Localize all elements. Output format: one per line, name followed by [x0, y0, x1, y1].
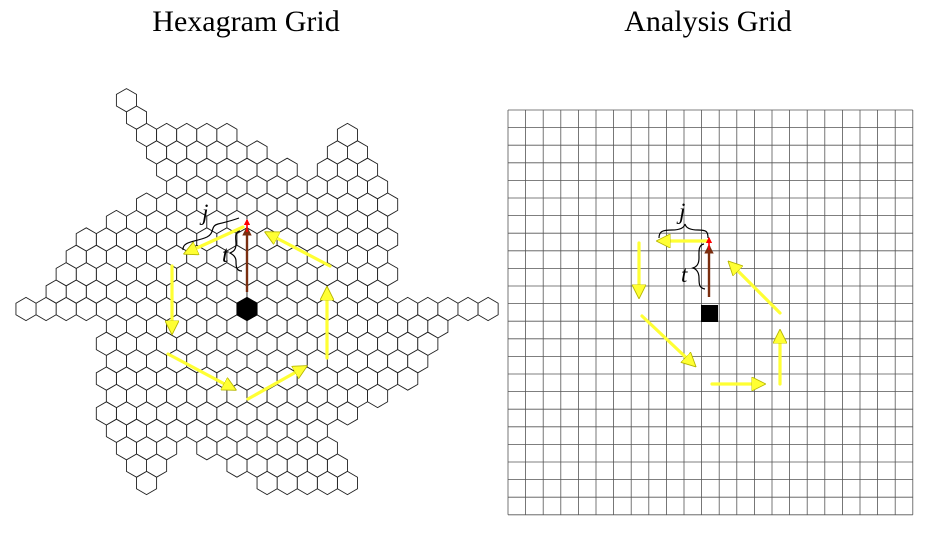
label-t: t — [222, 242, 229, 267]
hexagon-cell — [75, 227, 97, 252]
hexagon-cell — [377, 262, 399, 287]
hexagon-cell — [105, 209, 127, 235]
path-arrow-6 — [267, 233, 332, 268]
label-j: j — [676, 199, 685, 224]
origin-square — [701, 305, 718, 322]
hexagon-cell — [246, 140, 268, 165]
hexagon-cell — [457, 296, 479, 322]
analysis-yellow-path — [639, 241, 780, 384]
hexagon-cell — [136, 192, 158, 217]
hexagon-cell — [276, 157, 298, 182]
hexagon-cells — [15, 88, 499, 496]
hexagon-cell — [95, 401, 117, 426]
label-t: t — [681, 262, 688, 287]
hexagon-cell — [95, 366, 117, 391]
path-arrow-3 — [640, 314, 694, 365]
hexagram-yellow-path — [166, 225, 332, 401]
hexagon-cell — [256, 470, 278, 496]
origin-hexagon — [236, 296, 258, 322]
brace-t — [228, 230, 243, 272]
hexagon-cell — [377, 227, 399, 252]
hexagon-cell — [196, 436, 218, 461]
hexagon-cell — [15, 296, 37, 322]
hexagon-cell — [95, 331, 117, 356]
path-arrow-1 — [186, 225, 245, 253]
hexagon-cell — [115, 88, 137, 113]
hexagon-cell — [216, 122, 238, 148]
hexagon-cell — [367, 383, 389, 409]
label-j: j — [199, 200, 208, 225]
path-arrow-6 — [730, 263, 782, 315]
hexagon-cell — [226, 453, 248, 478]
hexagon-cell — [377, 192, 399, 217]
brace-t — [691, 243, 706, 290]
hexagon-cell — [336, 401, 358, 426]
path-arrow-3 — [166, 352, 234, 389]
square-grid — [507, 109, 914, 516]
brace-j — [658, 223, 709, 239]
hexagon-cell — [397, 366, 419, 391]
analysis-panel: Analysis Grid j t — [507, 5, 914, 516]
hexagram-grid-title: Hexagram Grid — [152, 5, 339, 38]
hexagon-cell — [477, 296, 499, 322]
path-arrow-4 — [246, 367, 305, 401]
analysis-grid-title: Analysis Grid — [624, 5, 792, 38]
brace-j — [182, 217, 240, 251]
hexagram-panel: Hexagram Grid j t — [15, 5, 499, 496]
